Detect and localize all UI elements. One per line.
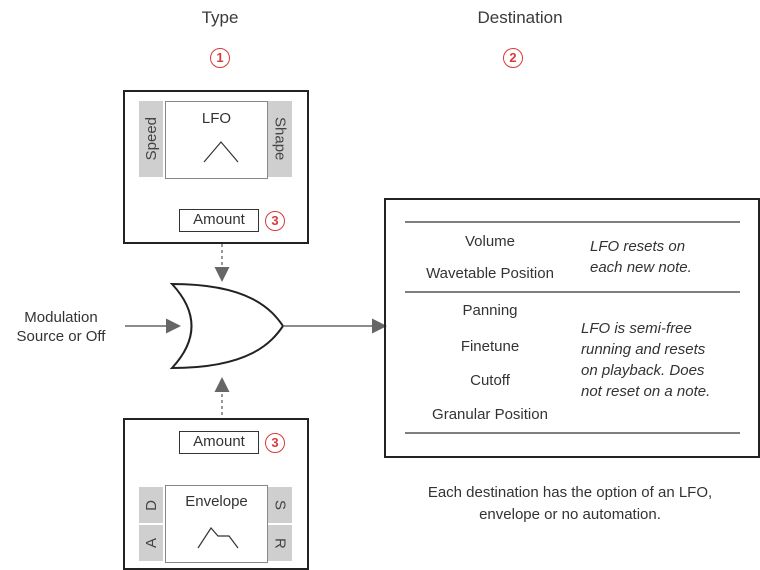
envelope-release-label: R bbox=[271, 537, 289, 549]
modulation-source-label: Modulation Source or Off bbox=[0, 308, 122, 346]
lfo-reset-note-line-2: each new note. bbox=[590, 259, 692, 276]
lfo-speed-panel[interactable]: Speed bbox=[139, 101, 163, 177]
lfo-waveform-icon bbox=[203, 141, 239, 163]
lfo-amount-control[interactable]: Amount bbox=[179, 209, 259, 232]
envelope-amount-badge: 3 bbox=[265, 433, 285, 453]
envelope-attack-label: A bbox=[142, 537, 160, 548]
destination-caption: Each destination has the option of an LF… bbox=[382, 482, 758, 526]
envelope-amount-control[interactable]: Amount bbox=[179, 431, 259, 454]
lfo-speed-label: Speed bbox=[142, 117, 160, 161]
destination-caption-line-2: envelope or no automation. bbox=[479, 506, 661, 523]
lfo-display-panel: LFO bbox=[165, 101, 268, 179]
envelope-decay-label: D bbox=[142, 499, 160, 511]
lfo-shape-label: Shape bbox=[271, 117, 289, 161]
destination-wavetable-position[interactable]: Wavetable Position bbox=[426, 265, 554, 282]
lfo-shape-panel[interactable]: Shape bbox=[268, 101, 292, 177]
lfo-free-note-line-2: running and resets bbox=[581, 341, 706, 358]
envelope-sustain-label: S bbox=[271, 499, 289, 510]
lfo-free-note-line-3: on playback. Does bbox=[581, 362, 705, 379]
envelope-sustain-panel[interactable]: S bbox=[268, 487, 292, 523]
destination-number-badge: 2 bbox=[503, 48, 523, 68]
destination-caption-line-1: Each destination has the option of an LF… bbox=[427, 484, 713, 501]
envelope-title: Envelope bbox=[185, 493, 248, 510]
envelope-decay-panel[interactable]: D bbox=[139, 487, 163, 523]
lfo-free-note-line-1: LFO is semi-free bbox=[581, 320, 692, 337]
destination-cutoff[interactable]: Cutoff bbox=[470, 372, 510, 389]
destination-header: Destination bbox=[477, 8, 563, 27]
destination-box bbox=[384, 198, 760, 458]
lfo-reset-note-line-1: LFO resets on bbox=[590, 238, 686, 255]
lfo-title: LFO bbox=[201, 110, 232, 127]
type-number-badge: 1 bbox=[210, 48, 230, 68]
modulation-source-line-2: Source or Off bbox=[16, 328, 106, 345]
destination-panning[interactable]: Panning bbox=[462, 302, 518, 319]
type-header: Type bbox=[201, 8, 239, 27]
destination-finetune[interactable]: Finetune bbox=[460, 338, 520, 355]
destination-granular-position[interactable]: Granular Position bbox=[432, 406, 548, 423]
lfo-free-running-note: LFO is semi-free running and resets on p… bbox=[581, 318, 753, 402]
lfo-amount-badge: 3 bbox=[265, 211, 285, 231]
modulation-gate-shape bbox=[169, 282, 285, 370]
lfo-free-note-line-4: not reset on a note. bbox=[581, 383, 711, 400]
envelope-release-panel[interactable]: R bbox=[268, 525, 292, 561]
envelope-attack-panel[interactable]: A bbox=[139, 525, 163, 561]
envelope-display-panel: Envelope bbox=[165, 485, 268, 563]
lfo-reset-note: LFO resets on each new note. bbox=[590, 236, 750, 278]
destination-volume[interactable]: Volume bbox=[464, 233, 516, 250]
envelope-shape-icon bbox=[197, 527, 239, 549]
modulation-source-line-1: Modulation bbox=[24, 309, 98, 326]
